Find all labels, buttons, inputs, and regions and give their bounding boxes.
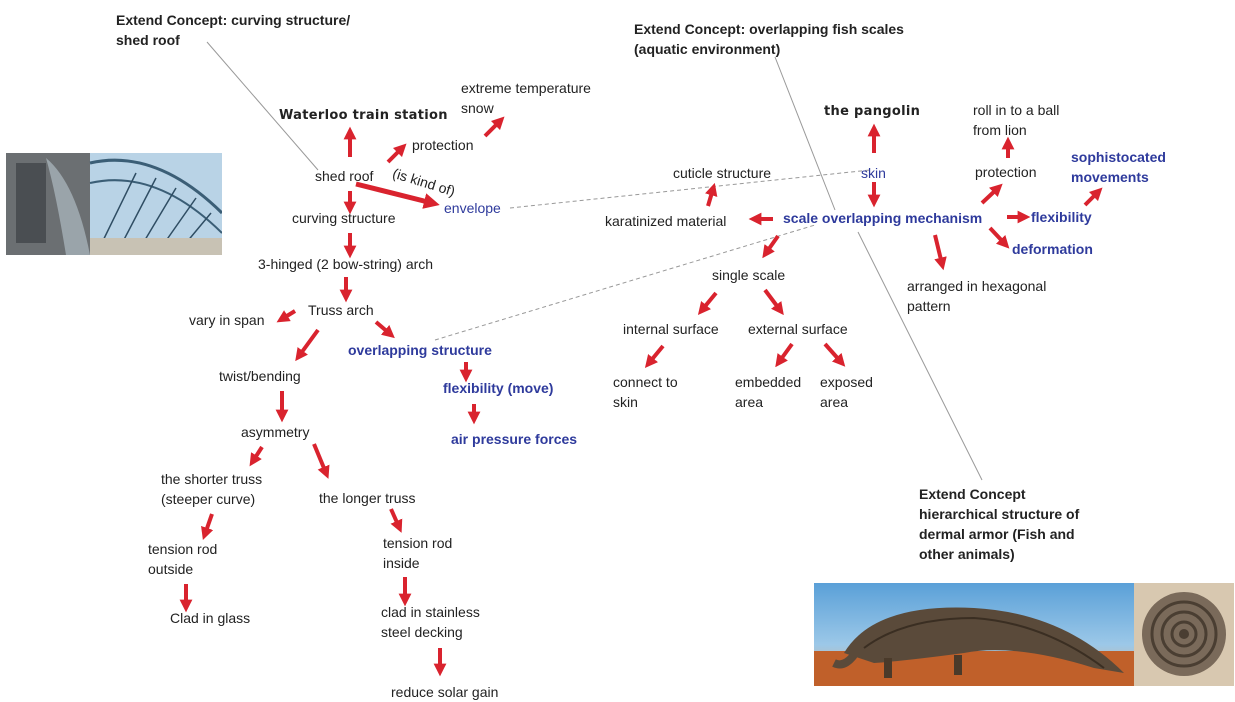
node-skin: skin (861, 165, 886, 181)
arrow-to-deformation (988, 226, 1010, 249)
node-longer: the longer truss (319, 490, 416, 506)
pangolin-photo (814, 583, 1134, 686)
arrow-to-exposed (823, 342, 846, 367)
arrow-to-extreme (483, 116, 505, 138)
node-internal: internal surface (623, 321, 719, 337)
node-envelope: envelope (444, 200, 501, 216)
arrow-to-soph (1083, 187, 1103, 207)
node-vary: vary in span (189, 312, 265, 328)
node-asym: asymmetry (241, 424, 310, 440)
node-cuticle: cuticle structure (673, 165, 772, 181)
node-deformation: deformation (1012, 241, 1093, 257)
node-flex-move: flexibility (move) (443, 380, 554, 396)
node-curving: curving structure (292, 210, 396, 226)
node-shed-roof: shed roof (315, 168, 374, 184)
dashed-envelope-skin (509, 169, 871, 209)
arrow-to-overlapping (374, 320, 395, 339)
concept-fish-title: Extend Concept: overlapping fish scales(… (634, 21, 904, 57)
arrow-to-envelope (355, 181, 440, 209)
arrow-to-tensionout (201, 513, 214, 541)
concept-line-curving (206, 41, 319, 171)
node-protection: protection (412, 137, 474, 153)
concept-line-fish (774, 56, 836, 211)
pangolin-ball-photo (1134, 583, 1234, 686)
node-external: external surface (748, 321, 848, 337)
node-clad-glass: Clad in glass (170, 610, 251, 626)
node-single: single scale (712, 267, 786, 283)
node-waterloo: Waterloo train station (279, 108, 448, 123)
arrow-to-connect (644, 344, 665, 368)
arrow-to-protection-r (980, 183, 1003, 205)
arrow-to-internal (697, 291, 718, 315)
node-twist: twist/bending (219, 368, 301, 384)
station-photo (6, 153, 222, 255)
node-truss-arch: Truss arch (308, 302, 374, 318)
arrow-to-cuticle (705, 182, 718, 207)
arrow-to-tensionin (389, 508, 403, 533)
node-overlapping: overlapping structure (348, 342, 492, 358)
dashed-overlap-scale (434, 224, 816, 341)
node-protection-r: protection (975, 164, 1037, 180)
node-karat: karatinized material (605, 213, 727, 229)
node-hinged: 3-hinged (2 bow-string) arch (258, 256, 434, 272)
arrow-to-vary (276, 309, 297, 323)
node-solar: reduce solar gain (391, 684, 499, 700)
arrow-to-single (762, 234, 780, 259)
arrow-to-protection (386, 143, 407, 164)
concept-curving-title: Extend Concept: curving structure/shed r… (116, 12, 351, 48)
node-shorter: the shorter truss(steeper curve) (161, 471, 263, 507)
node-pangolin: the pangolin (824, 104, 921, 119)
arrow-to-embedded (775, 342, 794, 368)
node-scale-mech: scale overlapping mechanism (783, 210, 983, 226)
node-air: air pressure forces (451, 431, 578, 447)
arrow-to-shorter (249, 445, 264, 467)
arrow-to-hex (933, 234, 947, 271)
arrow-to-twist (295, 328, 320, 362)
arrow-to-longer (312, 443, 330, 479)
concept-line-dermal (857, 231, 983, 481)
node-flexibility: flexibility (1031, 209, 1092, 225)
arrow-to-external (763, 288, 784, 316)
